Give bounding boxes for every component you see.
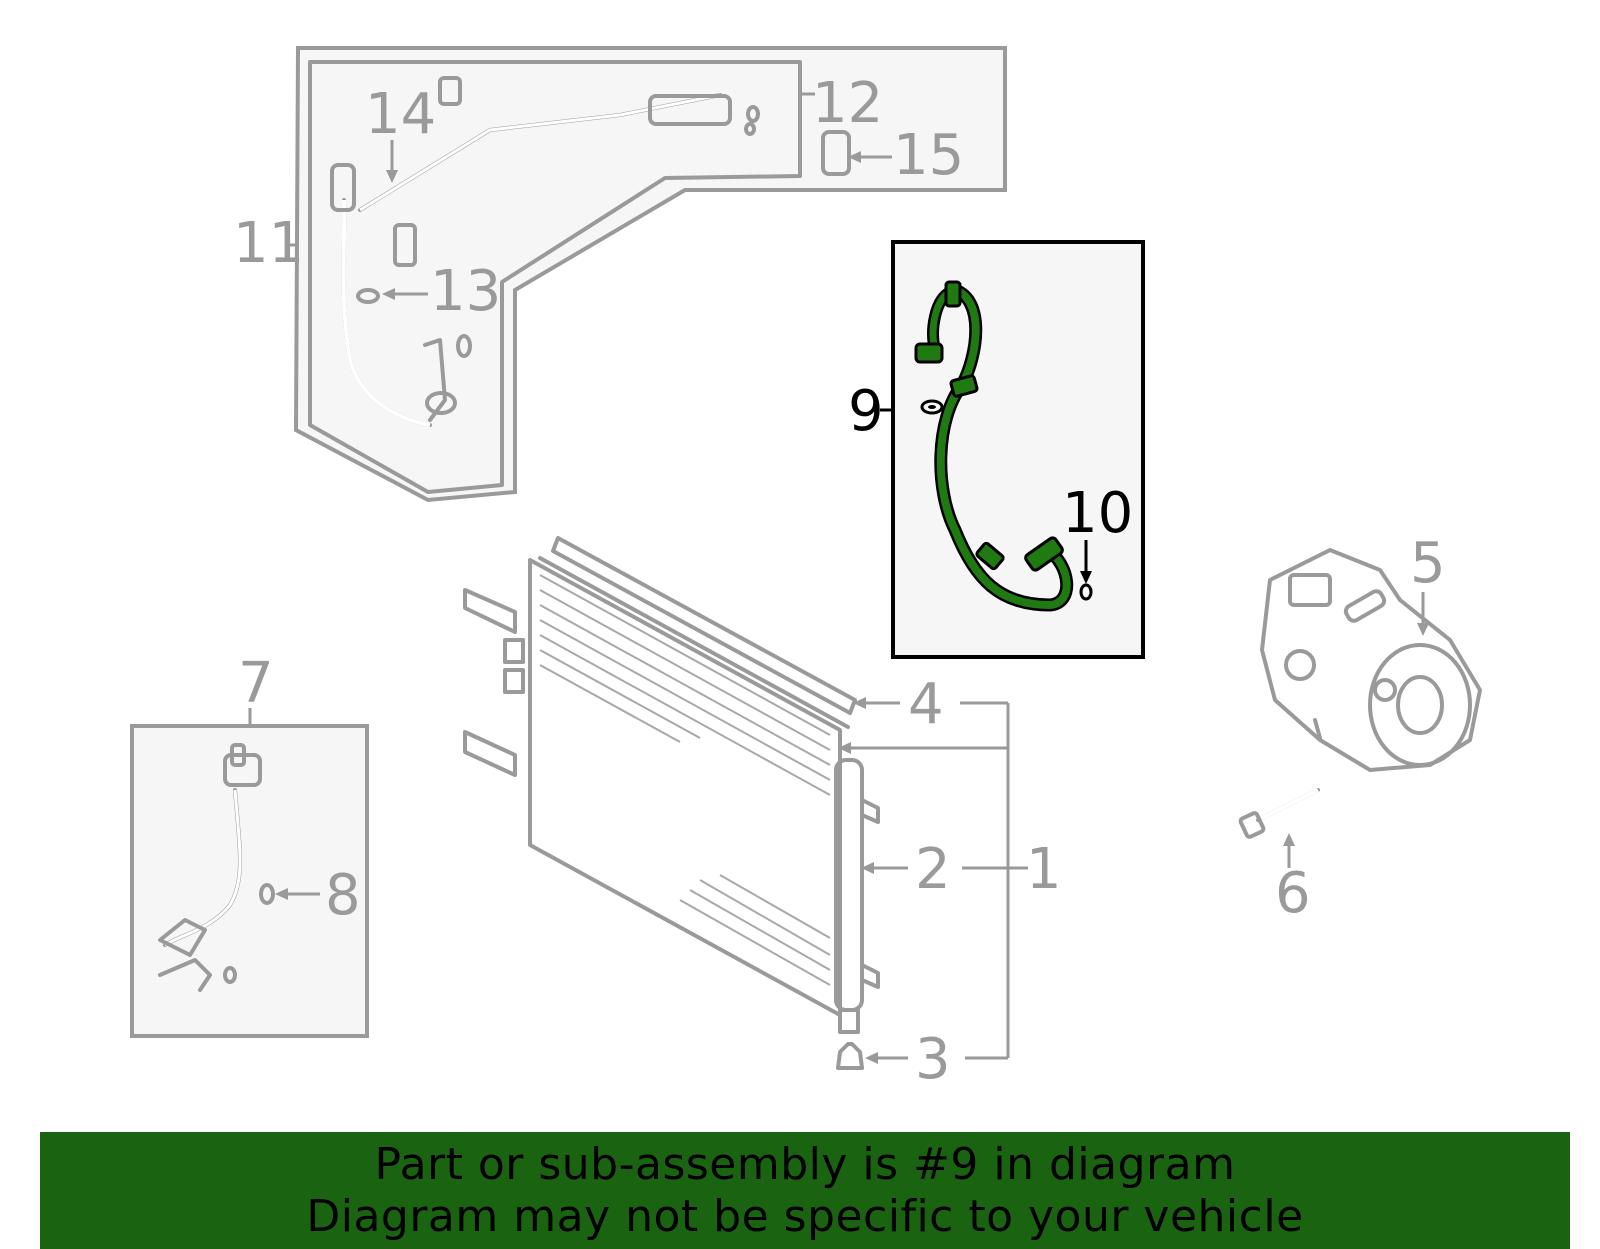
callout-3: 3: [915, 1027, 951, 1092]
callout-1-bracket: [845, 701, 1028, 1060]
callout-13: 13: [430, 259, 501, 324]
info-banner: Part or sub-assembly is #9 in diagram Di…: [40, 1132, 1570, 1249]
discharge-hose-part-9[interactable]: [891, 240, 1145, 659]
callout-4: 4: [908, 672, 944, 737]
callout-5: 5: [1410, 531, 1446, 596]
callout-10: 10: [1062, 481, 1133, 546]
condenser-part-1[interactable]: [463, 536, 880, 1070]
callout-1: 1: [1026, 837, 1062, 902]
condenser-fins: [539, 574, 831, 986]
banner-line-2: Diagram may not be specific to your vehi…: [306, 1190, 1304, 1242]
callout-8: 8: [325, 863, 361, 928]
callout-15: 15: [893, 123, 964, 188]
bolt-part-6[interactable]: [1238, 788, 1320, 839]
callout-6: 6: [1275, 861, 1311, 926]
callout-2: 2: [915, 837, 951, 902]
liquid-line-group-7[interactable]: [130, 724, 369, 1038]
callout-14: 14: [365, 82, 436, 147]
callout-9: 9: [848, 379, 884, 444]
callout-12: 12: [812, 71, 883, 136]
o-ring-part-8[interactable]: [259, 883, 275, 905]
hose-assembly-group-11[interactable]: [293, 46, 1007, 503]
banner-line-1: Part or sub-assembly is #9 in diagram: [374, 1138, 1236, 1190]
callout-7: 7: [238, 651, 274, 716]
compressor-part-5[interactable]: [1260, 548, 1482, 772]
